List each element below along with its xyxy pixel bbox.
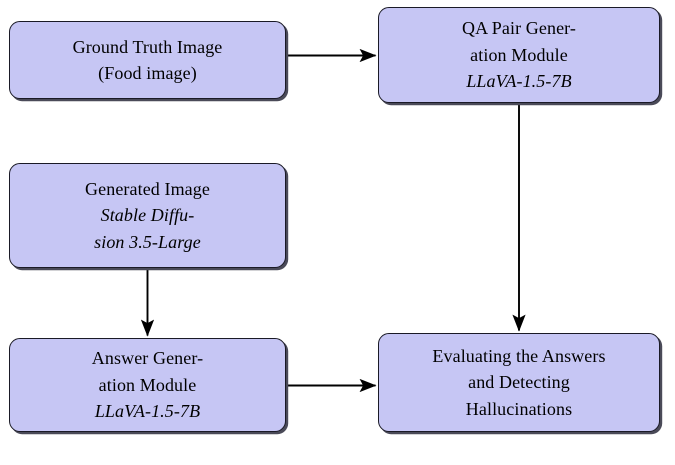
node-line: QA Pair Gener- <box>461 18 576 39</box>
node-line: Generated Image <box>85 178 210 199</box>
node-line: and Detecting <box>468 372 570 393</box>
qa-pair-generation-module-node[interactable]: QA Pair Gener- ation Module LLaVA-1.5-7B <box>378 7 660 103</box>
node-model-name: LLaVA-1.5-7B <box>466 71 572 92</box>
evaluating-answers-node[interactable]: Evaluating the Answers and Detecting Hal… <box>378 333 660 432</box>
node-model-name: LLaVA-1.5-7B <box>94 401 201 422</box>
node-line: Hallucinations <box>465 398 573 419</box>
node-line: Ground Truth Image <box>72 36 223 57</box>
answer-generation-module-node[interactable]: Answer Gener- ation Module LLaVA-1.5-7B <box>9 338 286 432</box>
node-line: ation Module <box>98 374 197 395</box>
generated-image-node[interactable]: Generated Image Stable Diffu- sion 3.5-L… <box>9 163 286 268</box>
ground-truth-image-node[interactable]: Ground Truth Image (Food image) <box>9 21 286 99</box>
node-line: ation Module <box>470 44 568 65</box>
node-line: (Food image) <box>98 63 197 83</box>
node-line: Answer Gener- <box>91 348 204 369</box>
node-model-name: Stable Diffu- <box>100 205 195 226</box>
node-model-name: sion 3.5-Large <box>94 231 201 252</box>
node-line: Evaluating the Answers <box>432 345 606 366</box>
